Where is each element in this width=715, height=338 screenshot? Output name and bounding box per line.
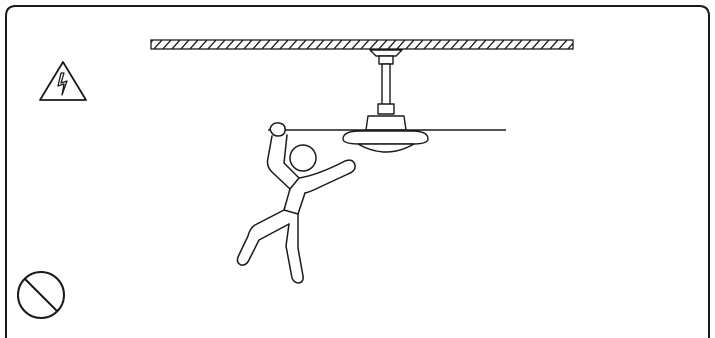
fan-motor-housing [365, 115, 407, 131]
figure-torso [283, 188, 306, 215]
hanging-person-figure [236, 122, 356, 284]
fan-light-bowl [357, 143, 415, 153]
prohibition-icon [17, 271, 65, 319]
figure-right-leg [285, 213, 304, 284]
electric-shock-warning-icon [39, 61, 87, 101]
fan-downrod [381, 63, 391, 109]
fan-canopy-base [378, 55, 394, 65]
figure-other-arm [298, 159, 356, 194]
ceiling [150, 39, 574, 50]
figure-raised-arm [266, 134, 300, 190]
fan-canopy [369, 49, 403, 57]
panel-frame [5, 5, 710, 338]
figure-head [289, 144, 317, 172]
fan-blade-ring [342, 130, 429, 145]
fan-coupler [377, 103, 395, 115]
figure-left-leg [236, 209, 290, 266]
ceiling-fan [268, 49, 506, 153]
figure-hand [269, 122, 286, 137]
